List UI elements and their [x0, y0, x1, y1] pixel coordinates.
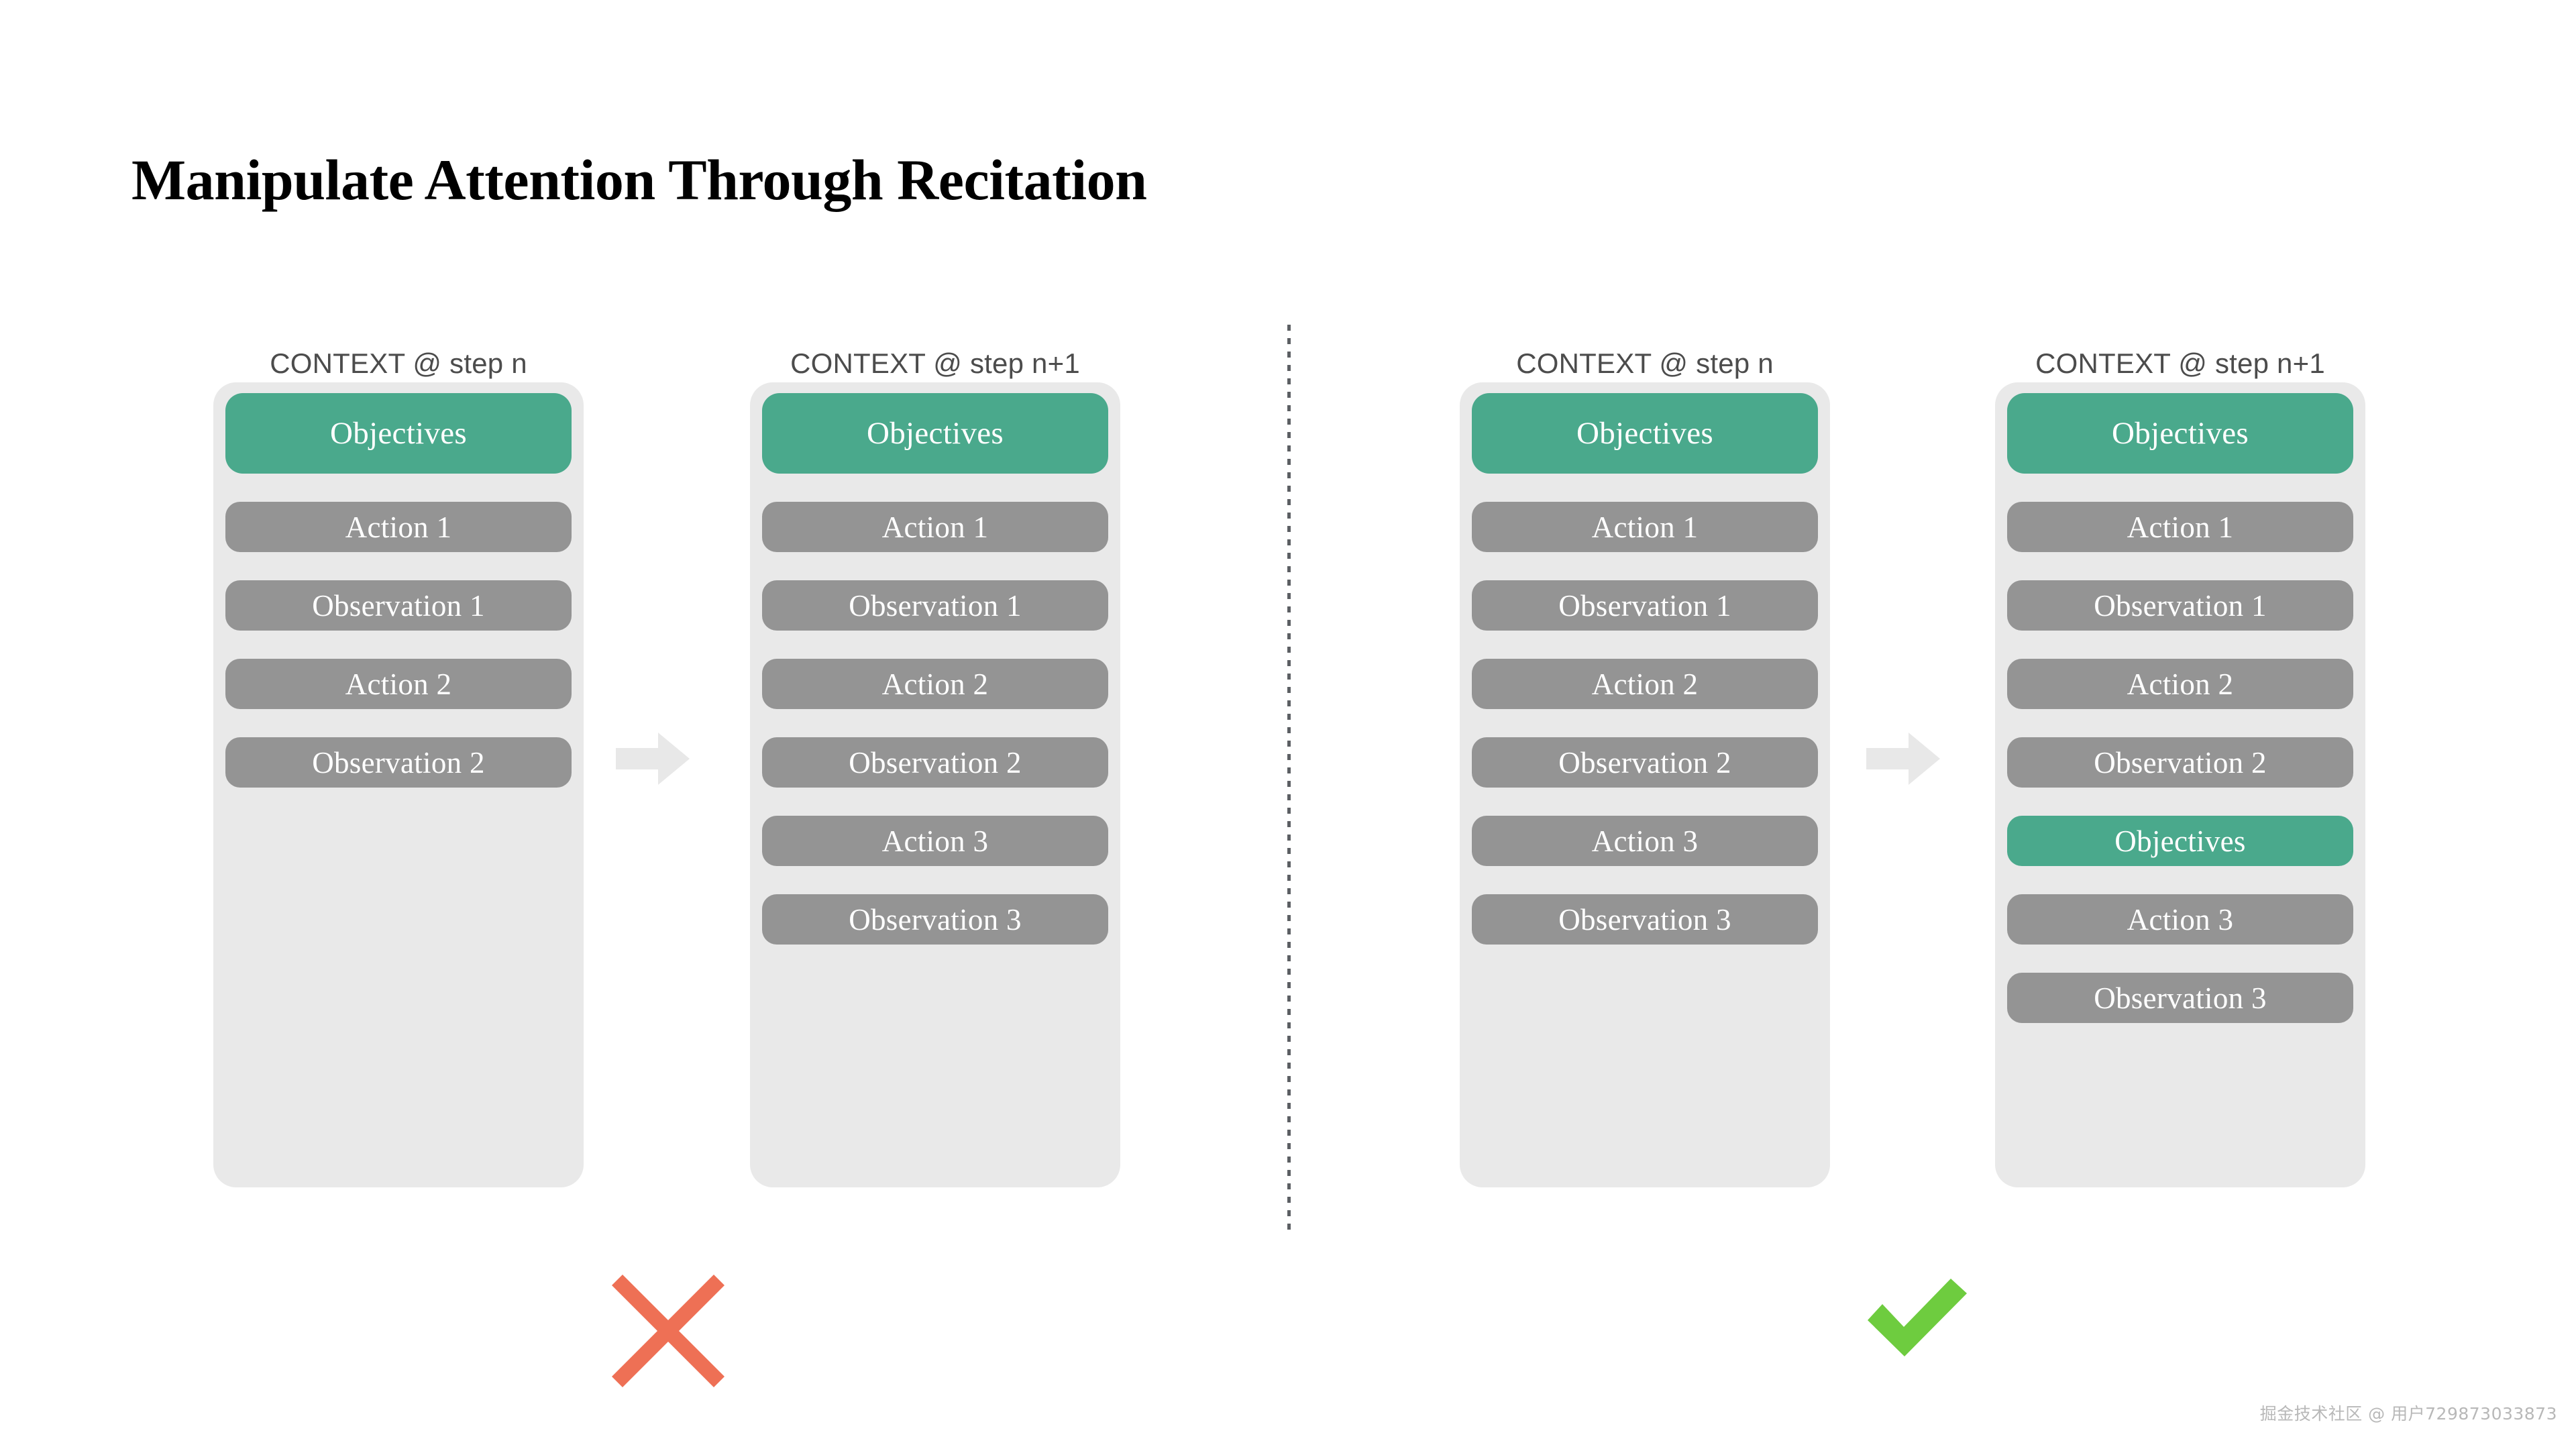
- stack-header-right-before: CONTEXT @ step n: [1516, 347, 1774, 379]
- stack-body-right-after: Objectives Action 1 Observation 1 Action…: [1995, 382, 2365, 1187]
- context-block-observation-3[interactable]: Observation 3: [1472, 894, 1818, 945]
- context-block-action-3[interactable]: Action 3: [1472, 816, 1818, 866]
- context-block-action-3[interactable]: Action 3: [2007, 894, 2353, 945]
- page-title: Manipulate Attention Through Recitation: [131, 147, 1147, 212]
- arrow-right-icon: [616, 730, 690, 788]
- context-block-action-2[interactable]: Action 2: [2007, 659, 2353, 709]
- context-block-action-1[interactable]: Action 1: [2007, 502, 2353, 552]
- context-block-observation-1[interactable]: Observation 1: [762, 580, 1108, 631]
- context-block-action-2[interactable]: Action 2: [1472, 659, 1818, 709]
- context-block-observation-2[interactable]: Observation 2: [2007, 737, 2353, 788]
- context-block-action-1[interactable]: Action 1: [762, 502, 1108, 552]
- context-block-objectives[interactable]: Objectives: [1472, 393, 1818, 474]
- context-block-observation-2[interactable]: Observation 2: [762, 737, 1108, 788]
- context-block-observation-3[interactable]: Observation 3: [762, 894, 1108, 945]
- watermark: 掘金技术社区 @ 用户729873033873: [2259, 1404, 2557, 1424]
- stack-header-right-after: CONTEXT @ step n+1: [2035, 347, 2325, 379]
- section-divider: [1287, 325, 1291, 1237]
- stack-body-left-after: Objectives Action 1 Observation 1 Action…: [750, 382, 1120, 1187]
- stack-header-left-before: CONTEXT @ step n: [270, 347, 527, 379]
- stack-body-right-before: Objectives Action 1 Observation 1 Action…: [1460, 382, 1830, 1187]
- context-block-objectives[interactable]: Objectives: [225, 393, 572, 474]
- stack-header-left-after: CONTEXT @ step n+1: [790, 347, 1080, 379]
- context-block-observation-2[interactable]: Observation 2: [1472, 737, 1818, 788]
- cross-icon: [608, 1271, 729, 1391]
- context-block-observation-1[interactable]: Observation 1: [2007, 580, 2353, 631]
- context-block-action-1[interactable]: Action 1: [1472, 502, 1818, 552]
- context-block-observation-2[interactable]: Observation 2: [225, 737, 572, 788]
- context-block-action-2[interactable]: Action 2: [762, 659, 1108, 709]
- context-block-observation-1[interactable]: Observation 1: [225, 580, 572, 631]
- context-block-action-3[interactable]: Action 3: [762, 816, 1108, 866]
- context-block-observation-3[interactable]: Observation 3: [2007, 973, 2353, 1023]
- context-block-objectives-recited[interactable]: Objectives: [2007, 816, 2353, 866]
- arrow-right-icon: [1866, 730, 1940, 788]
- stack-body-left-before: Objectives Action 1 Observation 1 Action…: [213, 382, 584, 1187]
- check-icon: [1856, 1261, 1976, 1382]
- context-block-objectives[interactable]: Objectives: [762, 393, 1108, 474]
- context-block-objectives[interactable]: Objectives: [2007, 393, 2353, 474]
- context-block-action-1[interactable]: Action 1: [225, 502, 572, 552]
- context-block-action-2[interactable]: Action 2: [225, 659, 572, 709]
- context-block-observation-1[interactable]: Observation 1: [1472, 580, 1818, 631]
